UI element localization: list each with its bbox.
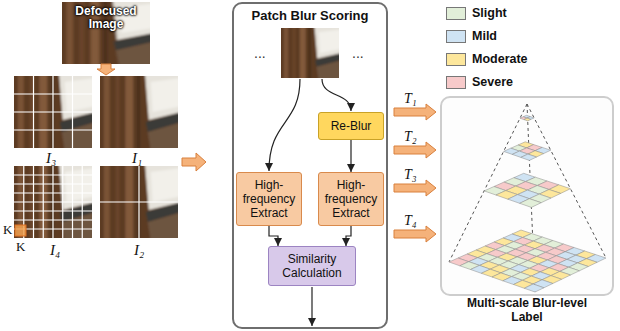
grid-lines — [14, 76, 178, 238]
grid-line — [72, 166, 73, 238]
grid-image — [96, 72, 182, 152]
kernel-label: K — [16, 240, 25, 254]
process-box: High-frequency Extract — [236, 172, 302, 226]
pyramid-cell — [521, 154, 537, 160]
grid-line — [14, 111, 92, 112]
image-label: I₄ — [50, 242, 60, 258]
right-arrow — [182, 153, 206, 171]
grid-image — [96, 162, 182, 242]
image-label: I₂ — [134, 242, 144, 258]
t-arrows — [394, 104, 436, 242]
source-photo: Defocused Image — [62, 2, 150, 64]
scale-arrow — [394, 104, 436, 120]
pyramid-title: Multi-scale Blur-level Label — [462, 296, 592, 324]
grid-image — [10, 72, 96, 152]
grid-line — [14, 201, 92, 202]
grid-line — [82, 166, 83, 238]
flow-connector — [269, 226, 278, 246]
legend-swatch — [446, 53, 466, 66]
pyramid-edge — [449, 104, 527, 262]
legend-text: Moderate — [472, 52, 528, 66]
flow-connector — [346, 226, 351, 246]
grid-line — [62, 166, 63, 238]
scale-arrow — [394, 142, 436, 158]
scale-label: T₃ — [404, 167, 417, 182]
flow-connector — [350, 140, 351, 172]
grid-line — [100, 201, 178, 202]
legend-row: Mild — [446, 29, 497, 43]
scale-arrow — [394, 180, 436, 196]
label-pyramid — [449, 104, 606, 292]
pyramid-box: Multi-scale Blur-level Label — [440, 96, 614, 296]
grid-line — [14, 219, 92, 220]
panel-title: Patch Blur Scoring — [234, 8, 386, 23]
grid-image — [10, 162, 96, 242]
grid-line — [72, 76, 73, 148]
ellipsis: ... — [254, 46, 266, 60]
pyramid-cell — [524, 118, 531, 121]
ellipsis: ... — [352, 46, 364, 60]
kernel-label: K — [3, 223, 12, 237]
flow-arrow — [322, 79, 351, 111]
box-text: Similarity Calculation — [271, 252, 353, 280]
legend-swatch — [446, 30, 466, 43]
down-arrow — [97, 64, 115, 75]
grid-line — [14, 129, 92, 130]
scale-arrow — [394, 226, 436, 242]
pyramid-cell — [524, 284, 544, 292]
output-arrow — [311, 287, 312, 326]
scale-label: T₂ — [404, 129, 417, 144]
legend-swatch — [446, 76, 466, 89]
pyramid-cell — [520, 199, 542, 208]
box-text: Re-Blur — [331, 119, 372, 133]
legend-text: Severe — [472, 75, 513, 89]
legend-text: Slight — [472, 6, 507, 20]
image-title: Defocused Image — [62, 2, 150, 31]
pyramid-ground — [441, 97, 613, 295]
image-label: I₁ — [132, 150, 142, 166]
legend-text: Mild — [472, 29, 497, 43]
kernel-square — [15, 225, 26, 236]
scale-label: T₁ — [404, 91, 417, 106]
legend-row: Severe — [446, 75, 513, 89]
grid-line — [14, 210, 92, 211]
legend-row: Slight — [446, 6, 507, 20]
process-box: Re-Blur — [318, 112, 384, 140]
image-label: I₃ — [46, 150, 56, 166]
legend-swatch — [446, 7, 466, 20]
flow-arrow — [269, 79, 300, 171]
scale-label: T₄ — [404, 213, 417, 228]
patch-image — [278, 25, 342, 81]
process-box: Similarity Calculation — [268, 246, 356, 286]
box-text: High-frequency Extract — [321, 178, 381, 220]
defocused-photo — [58, 0, 155, 67]
legend-row: Moderate — [446, 52, 528, 66]
process-box: High-frequency Extract — [318, 172, 384, 226]
box-text: High-frequency Extract — [239, 178, 299, 220]
